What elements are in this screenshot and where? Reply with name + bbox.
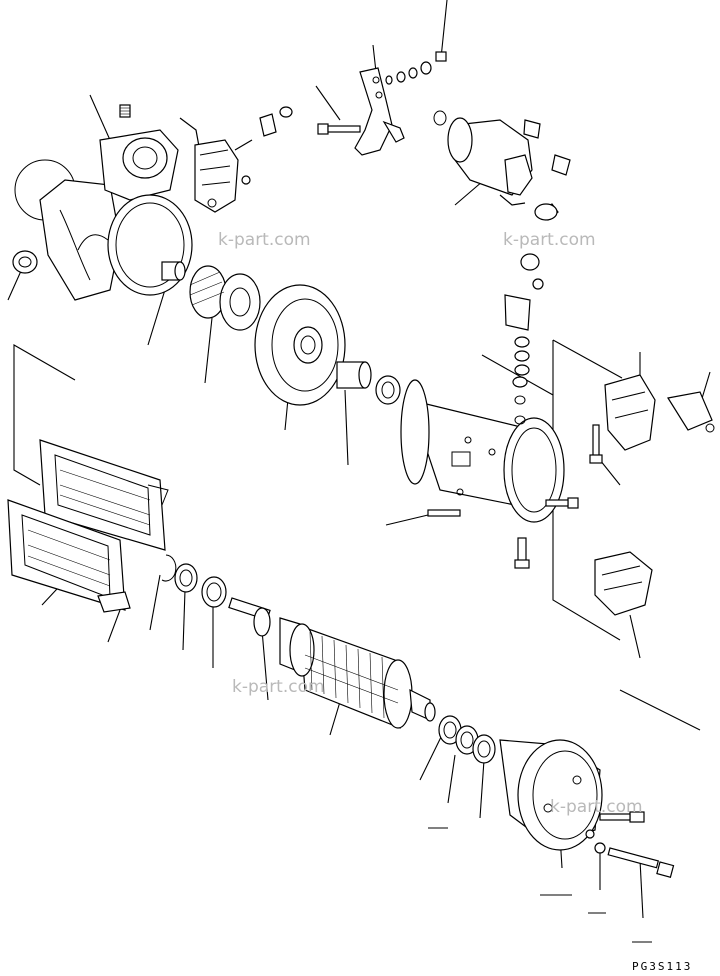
lever-bracket (354, 67, 405, 156)
watermark-3: k-part.com (232, 677, 325, 697)
bushing-left (12, 250, 38, 274)
armature (228, 597, 436, 729)
watermark-1: k-part.com (218, 230, 311, 250)
yoke-bolts (427, 497, 579, 569)
washer-stack-right (504, 253, 544, 425)
set-screw (119, 104, 131, 118)
bushing-center (161, 261, 186, 281)
brush-holder-lower (594, 551, 653, 616)
brush-holder-upper (589, 374, 715, 464)
rear-washers (438, 715, 496, 764)
brush-switch-top (194, 139, 253, 213)
through-bolt-top (317, 123, 361, 135)
spacer-sleeve (336, 361, 401, 405)
field-coil-lower (7, 499, 131, 613)
watermark-2: k-part.com (503, 230, 596, 250)
drive-housing (14, 129, 193, 301)
magnetic-switch (433, 110, 571, 221)
yoke-assembly (400, 379, 565, 523)
drawing-code: PG3S113 (632, 960, 692, 973)
watermarks: k-part.com k-part.com k-part.com k-part.… (218, 230, 643, 817)
front-rings (161, 554, 227, 608)
center-plate (254, 284, 346, 406)
terminal-nuts-stack (385, 51, 447, 85)
pinion-clutch (189, 265, 261, 331)
watermark-4: k-part.com (550, 797, 643, 817)
small-clip-parts (179, 106, 293, 153)
rear-cover (499, 739, 675, 878)
